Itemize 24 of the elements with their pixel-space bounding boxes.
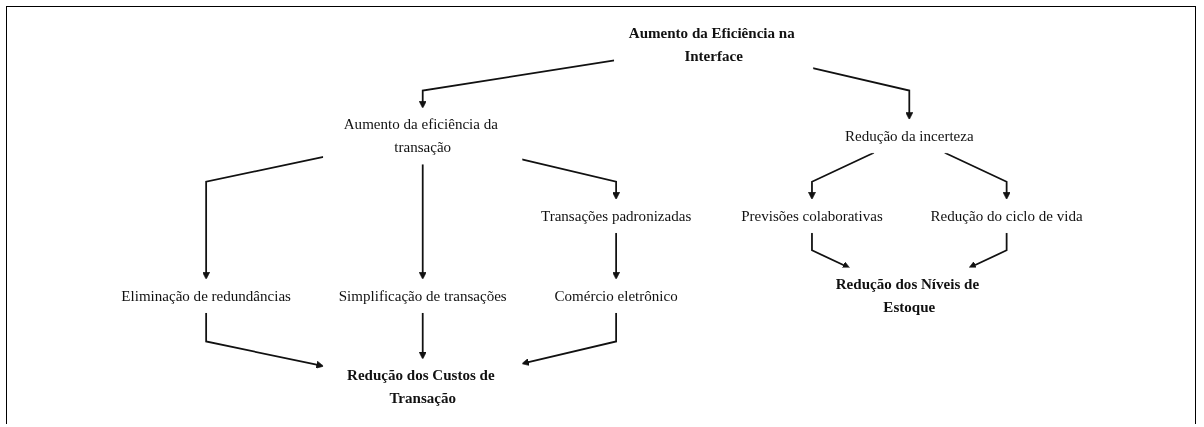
arrow bbox=[418, 163, 427, 280]
node-text: Comércio eletrônico bbox=[554, 287, 678, 305]
node-text: Redução do ciclo de vida bbox=[930, 207, 1083, 225]
node-text: Transações padronizadas bbox=[540, 207, 692, 225]
node-text: Eliminação de redundâncias bbox=[121, 287, 291, 305]
arrow bbox=[968, 231, 1008, 269]
node-text: Redução dos Níveis de Estoque bbox=[835, 275, 980, 316]
node-text: Simplificação de transações bbox=[338, 287, 507, 305]
node-text: Redução dos Custos de Transação bbox=[347, 367, 495, 407]
arrow bbox=[205, 311, 324, 369]
arrow bbox=[943, 151, 1011, 200]
node-text: Aumento da eficiência da transação bbox=[343, 116, 498, 156]
arrow bbox=[520, 158, 620, 200]
arrow bbox=[612, 231, 620, 280]
node-text: Redução da incerteza bbox=[844, 127, 974, 145]
arrow bbox=[418, 311, 427, 360]
arrow bbox=[811, 231, 851, 269]
arrow bbox=[811, 67, 914, 120]
node-text: Aumento da Eficiência na Interface bbox=[628, 25, 795, 65]
arrow bbox=[521, 311, 617, 366]
node-text: Previsões colaborativas bbox=[741, 207, 883, 225]
arrow bbox=[202, 156, 325, 280]
arrow bbox=[418, 59, 616, 109]
arrow bbox=[808, 151, 875, 200]
